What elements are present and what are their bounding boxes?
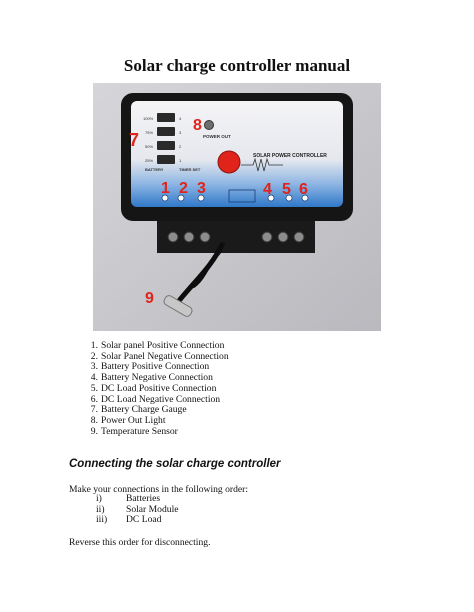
callout-9: 9 bbox=[145, 290, 154, 307]
list-item: ii)Solar Module bbox=[96, 503, 179, 515]
list-item: 7.Battery Charge Gauge bbox=[90, 404, 187, 416]
list-item: 4.Battery Negative Connection bbox=[90, 372, 213, 384]
temperature-probe bbox=[163, 295, 193, 317]
gauge-label-75: 75% bbox=[145, 130, 153, 135]
gauge-label-50: 50% bbox=[145, 144, 153, 149]
callout-4: 4 bbox=[263, 181, 272, 198]
gauge-label-100: 100% bbox=[143, 116, 154, 121]
controller-photo: 100% 75% 50% 25% 4 3 2 1 BATTERY TIMER S… bbox=[93, 83, 381, 331]
callout-2: 2 bbox=[179, 180, 188, 197]
terminal-symbols bbox=[161, 194, 309, 202]
list-item: 3.Battery Positive Connection bbox=[90, 361, 210, 373]
list-item: 5.DC Load Positive Connection bbox=[90, 382, 217, 394]
gauge-number-2: 2 bbox=[179, 144, 182, 149]
terminal-screws bbox=[167, 231, 305, 243]
list-item: 8.Power Out Light bbox=[90, 414, 166, 426]
callout-1: 1 bbox=[161, 180, 170, 197]
battery-label: BATTERY bbox=[145, 167, 164, 172]
gauge-leds bbox=[157, 113, 175, 164]
terminal-block bbox=[157, 221, 315, 253]
gauge-number-1: 1 bbox=[179, 158, 182, 163]
gauge-number-4: 4 bbox=[179, 116, 182, 121]
list-item: iii)DC Load bbox=[96, 514, 162, 526]
component-list: 1.Solar panel Positive Connection 2.Sola… bbox=[84, 340, 229, 437]
callout-5: 5 bbox=[282, 181, 291, 198]
brand-label: SOLAR POWER CONTROLLER bbox=[253, 153, 327, 159]
gauge-number-3: 3 bbox=[179, 130, 182, 135]
list-item: 9.Temperature Sensor bbox=[90, 425, 178, 437]
callout-6: 6 bbox=[299, 181, 308, 198]
gauge-label-25: 25% bbox=[145, 158, 153, 163]
list-item: 2.Solar Panel Negative Connection bbox=[90, 350, 229, 362]
reverse-note: Reverse this order for disconnecting. bbox=[69, 537, 211, 548]
timer-label: TIMER SET bbox=[179, 167, 201, 172]
power-out-light bbox=[204, 120, 214, 130]
list-item: 6.DC Load Negative Connection bbox=[90, 393, 221, 405]
list-item: 1.Solar panel Positive Connection bbox=[90, 340, 225, 351]
timer-knob bbox=[217, 150, 241, 174]
page-title: Solar charge controller manual bbox=[123, 56, 351, 75]
callout-3: 3 bbox=[197, 180, 206, 197]
power-out-label: POWER OUT bbox=[203, 134, 231, 139]
callout-7: 7 bbox=[129, 130, 139, 150]
callout-8: 8 bbox=[193, 117, 202, 134]
connection-order-list: i)Batteries ii)Solar Module iii)DC Load bbox=[96, 493, 179, 526]
intro-text: Make your connections in the following o… bbox=[69, 484, 249, 495]
list-item: i)Batteries bbox=[96, 493, 161, 504]
section-heading: Connecting the solar charge controller bbox=[69, 458, 281, 470]
